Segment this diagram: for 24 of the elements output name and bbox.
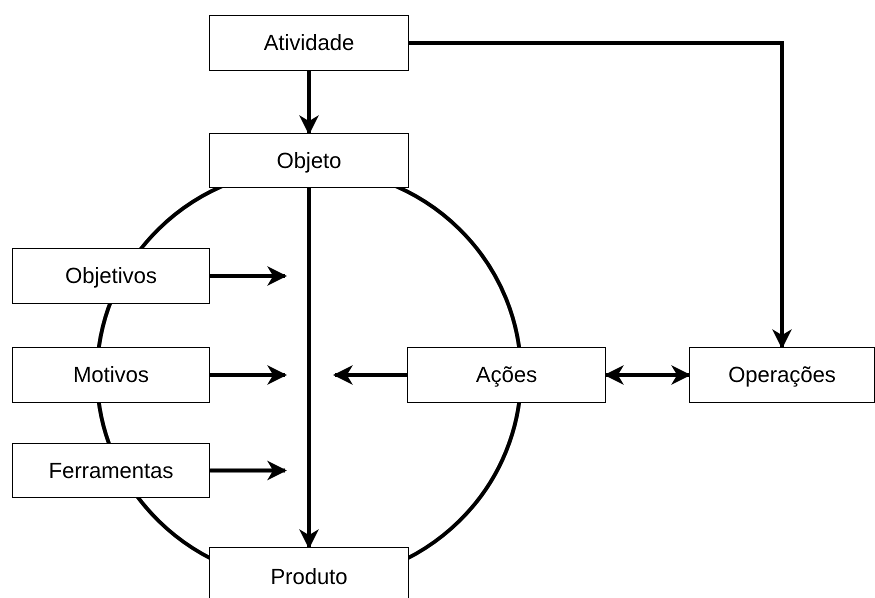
process-box xyxy=(689,347,875,403)
arrow xyxy=(210,365,287,385)
process-box xyxy=(209,15,409,71)
arrow xyxy=(299,71,319,135)
arrow xyxy=(210,460,287,480)
arrow xyxy=(409,41,792,349)
node-label: Motivos xyxy=(73,362,149,388)
process-box xyxy=(209,547,409,598)
arrow xyxy=(333,365,407,385)
process-box xyxy=(12,248,210,304)
node-label: Objeto xyxy=(276,148,342,174)
node-label: Objetivos xyxy=(65,263,157,289)
process-box xyxy=(12,443,210,498)
node-label: Produto xyxy=(270,564,348,590)
node-label: Ações xyxy=(476,362,538,388)
process-box xyxy=(12,347,210,403)
process-box xyxy=(209,133,409,188)
node-label: Operações xyxy=(728,362,836,388)
node-label: Ferramentas xyxy=(48,458,174,484)
arrow xyxy=(210,266,287,286)
arrow xyxy=(604,365,691,385)
arrow xyxy=(299,188,319,549)
node-label: Atividade xyxy=(264,30,354,56)
process-box xyxy=(407,347,606,403)
